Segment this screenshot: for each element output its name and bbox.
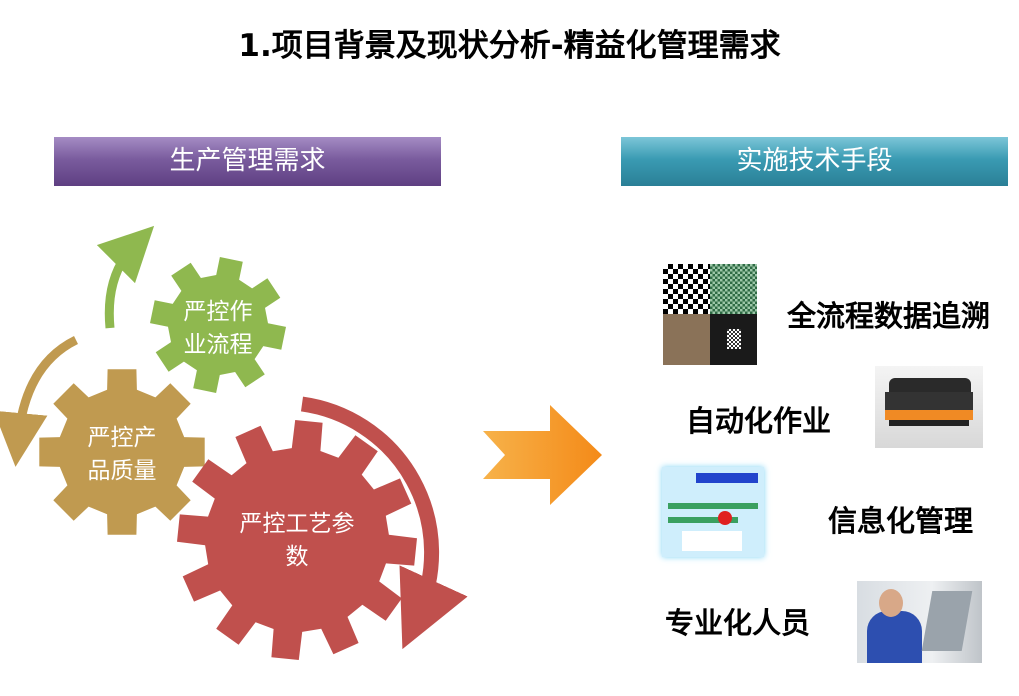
technique-professional-staff: 专业化人员	[665, 606, 811, 640]
tan-cycle-arrow	[0, 335, 79, 467]
right-arrow-icon	[483, 405, 602, 505]
production-needs-header: 生产管理需求	[54, 137, 441, 186]
technician-photo	[857, 581, 982, 663]
green-cycle-arrow	[96, 225, 155, 329]
gear-label-line: 数	[285, 544, 309, 570]
slide-title: 1.项目背景及现状分析-精益化管理需求	[238, 28, 781, 64]
gear-label-line: 严控产	[87, 425, 157, 451]
agv-robot-image	[875, 366, 983, 448]
gear-label-line: 业流程	[183, 332, 253, 358]
gear-quality	[39, 369, 205, 535]
gear-label-line: 品质量	[87, 458, 157, 484]
gear-process-label: 严控工艺参 数	[222, 508, 372, 574]
technique-automation: 自动化作业	[686, 404, 832, 438]
gear-quality-label: 严控产 品质量	[72, 422, 172, 488]
red-cycle-arrow	[300, 396, 468, 650]
gear-workflow-label: 严控作 业流程	[168, 296, 268, 362]
gear-workflow	[150, 257, 286, 393]
technique-traceability: 全流程数据追溯	[787, 299, 991, 333]
system-diagram-image	[662, 467, 764, 557]
datamatrix-code-image	[663, 264, 757, 365]
gear-label-line: 严控工艺参	[239, 511, 355, 537]
technical-means-header: 实施技术手段	[621, 137, 1008, 186]
gear-label-line: 严控作	[183, 299, 253, 325]
gears-diagram	[0, 225, 468, 660]
gear-process-params	[177, 420, 417, 660]
technique-informatization: 信息化管理	[828, 504, 974, 538]
